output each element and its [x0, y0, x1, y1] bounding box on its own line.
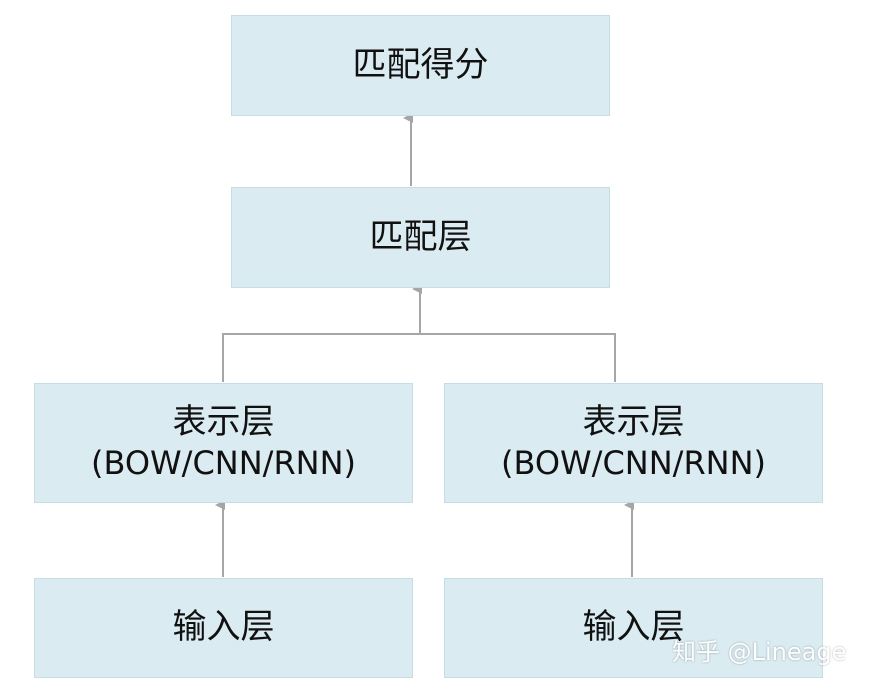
- match-layer-label: 匹配层: [369, 216, 472, 257]
- representation-layer-left-label: 表示层: [172, 402, 275, 443]
- score-box: 匹配得分: [231, 15, 610, 116]
- representation-layer-left-sublabel: (BOW/CNN/RNN): [90, 444, 357, 483]
- score-label: 匹配得分: [352, 44, 489, 85]
- input-layer-right-label: 输入层: [582, 607, 685, 648]
- connector-rep-right-to-match: [420, 333, 616, 382]
- input-layer-left-label: 输入层: [172, 607, 275, 648]
- match-layer-box: 匹配层: [231, 187, 610, 288]
- representation-layer-left-box: 表示层 (BOW/CNN/RNN): [34, 383, 413, 503]
- connector-rep-left-to-match: [222, 333, 420, 382]
- representation-layer-right-label: 表示层: [582, 402, 685, 443]
- input-layer-right-box: 输入层: [444, 578, 823, 678]
- representation-layer-right-sublabel: (BOW/CNN/RNN): [500, 444, 767, 483]
- representation-layer-right-box: 表示层 (BOW/CNN/RNN): [444, 383, 823, 503]
- input-layer-left-box: 输入层: [34, 578, 413, 678]
- watermark-text: 知乎 @Lineage: [672, 638, 847, 666]
